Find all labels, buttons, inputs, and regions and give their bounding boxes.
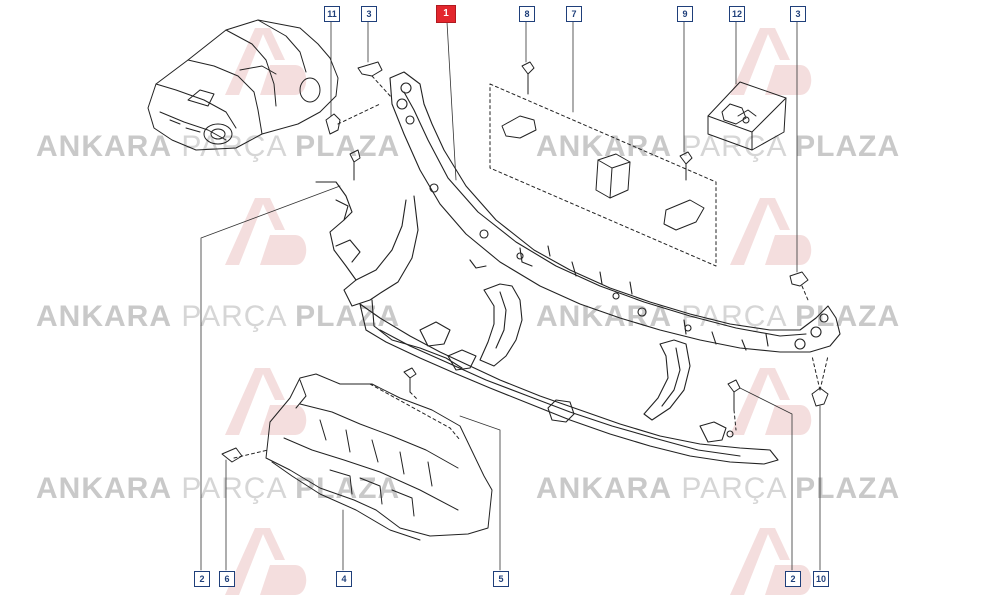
- leader-lines: [200, 21, 821, 571]
- callout-4[interactable]: 4: [336, 571, 352, 587]
- callout-5[interactable]: 5: [493, 571, 509, 587]
- car-thumbnail: [147, 19, 339, 151]
- lower-splash-shield: [265, 373, 493, 541]
- callout-3[interactable]: 3: [790, 6, 806, 22]
- bracket-kit-group: [489, 83, 717, 267]
- electrical-box: [707, 81, 787, 151]
- callout-9[interactable]: 9: [677, 6, 693, 22]
- ap-monogram-icon: [730, 368, 812, 435]
- watermark-text: ANKARA PARÇA PLAZA: [536, 472, 901, 505]
- callout-10[interactable]: 10: [813, 571, 829, 587]
- callout-6[interactable]: 6: [219, 571, 235, 587]
- watermark-text: ANKARA PARÇA PLAZA: [536, 300, 901, 333]
- ap-monogram-icon: [225, 528, 307, 595]
- watermark-text: ANKARA PARÇA PLAZA: [36, 472, 401, 505]
- shield-cover-outline: [369, 383, 461, 441]
- callout-1-main[interactable]: 1: [436, 5, 456, 23]
- callout-8[interactable]: 8: [519, 6, 535, 22]
- callout-2[interactable]: 2: [194, 571, 210, 587]
- ap-monogram-icon: [730, 28, 812, 95]
- watermark-text: ANKARA PARÇA PLAZA: [36, 300, 401, 333]
- watermark-text: ANKARA PARÇA PLAZA: [536, 130, 901, 163]
- ap-monogram-icon: [730, 198, 812, 265]
- assembly-paths: [233, 75, 829, 459]
- callout-2[interactable]: 2: [785, 571, 801, 587]
- ap-monogram-icon: [225, 368, 307, 435]
- watermark-text: ANKARA PARÇA PLAZA: [36, 130, 401, 163]
- callout-7[interactable]: 7: [566, 6, 582, 22]
- callout-12[interactable]: 12: [729, 6, 745, 22]
- ap-monogram-icon: [225, 28, 307, 95]
- ap-monogram-icon: [225, 198, 307, 265]
- callout-11[interactable]: 11: [324, 6, 340, 22]
- callout-3[interactable]: 3: [361, 6, 377, 22]
- front-carrier-panel: [315, 71, 841, 465]
